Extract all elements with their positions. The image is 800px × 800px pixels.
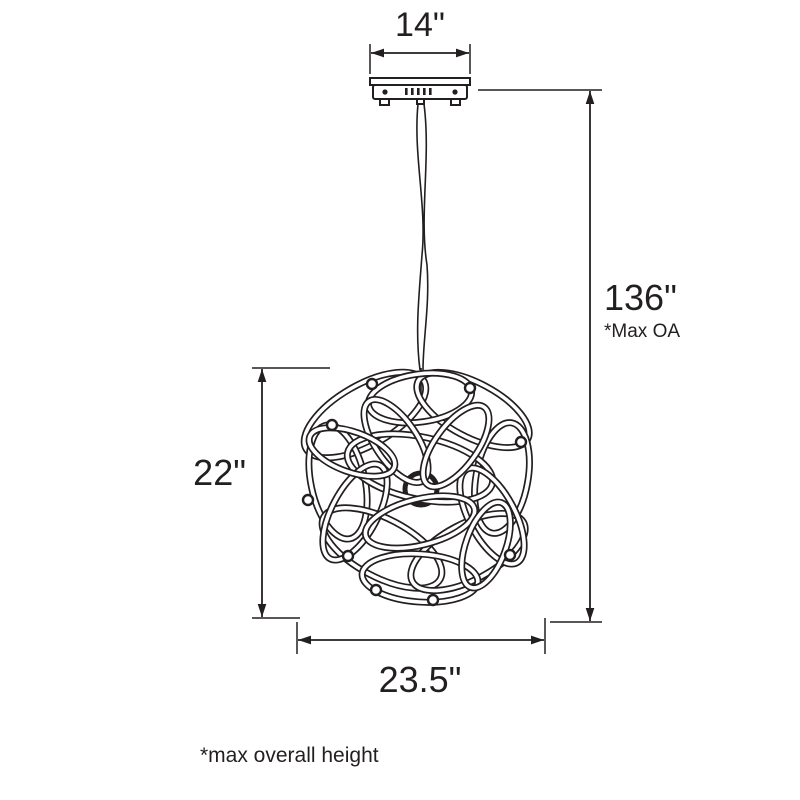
fixture-height-label: 22" (193, 452, 246, 493)
dim-fixture-height (252, 367, 330, 619)
canopy-cord-grip (416, 98, 425, 105)
lamp-tip (463, 381, 477, 395)
lamp-tip (426, 593, 440, 607)
canopy-foot-right (450, 98, 461, 106)
lamp-tip (369, 583, 383, 597)
fixture-width-label: 23.5" (378, 659, 462, 700)
lamp-tip (514, 435, 528, 449)
lamp-tip (301, 493, 315, 507)
canopy-vent-slot (429, 88, 432, 95)
dim-overall-height (478, 89, 602, 623)
canopy-vent-slot (423, 88, 426, 95)
dim-canopy-width (369, 44, 471, 74)
canopy-vent-slot (417, 88, 420, 95)
lamp-tip (325, 418, 339, 432)
canopy-foot-left (379, 98, 390, 106)
canopy-top-plate (369, 77, 471, 86)
canopy-screw-left (382, 89, 388, 95)
footnote-label: *max overall height (200, 744, 379, 767)
suspension-cord (416, 103, 429, 402)
dim-fixture-width (296, 618, 546, 654)
canopy-vent-slot (411, 88, 414, 95)
chandelier-ball (300, 368, 533, 607)
lamp-tip (365, 377, 379, 391)
ceiling-canopy (369, 77, 471, 106)
canopy-screw-right (452, 89, 458, 95)
lamp-tip (503, 548, 517, 562)
canopy-vent-slot (405, 88, 408, 95)
lamp-tip (341, 549, 355, 563)
top-width-label: 14" (395, 6, 445, 44)
max-height-note: *Max OA (604, 321, 681, 342)
max-height-label: 136" (604, 277, 677, 318)
